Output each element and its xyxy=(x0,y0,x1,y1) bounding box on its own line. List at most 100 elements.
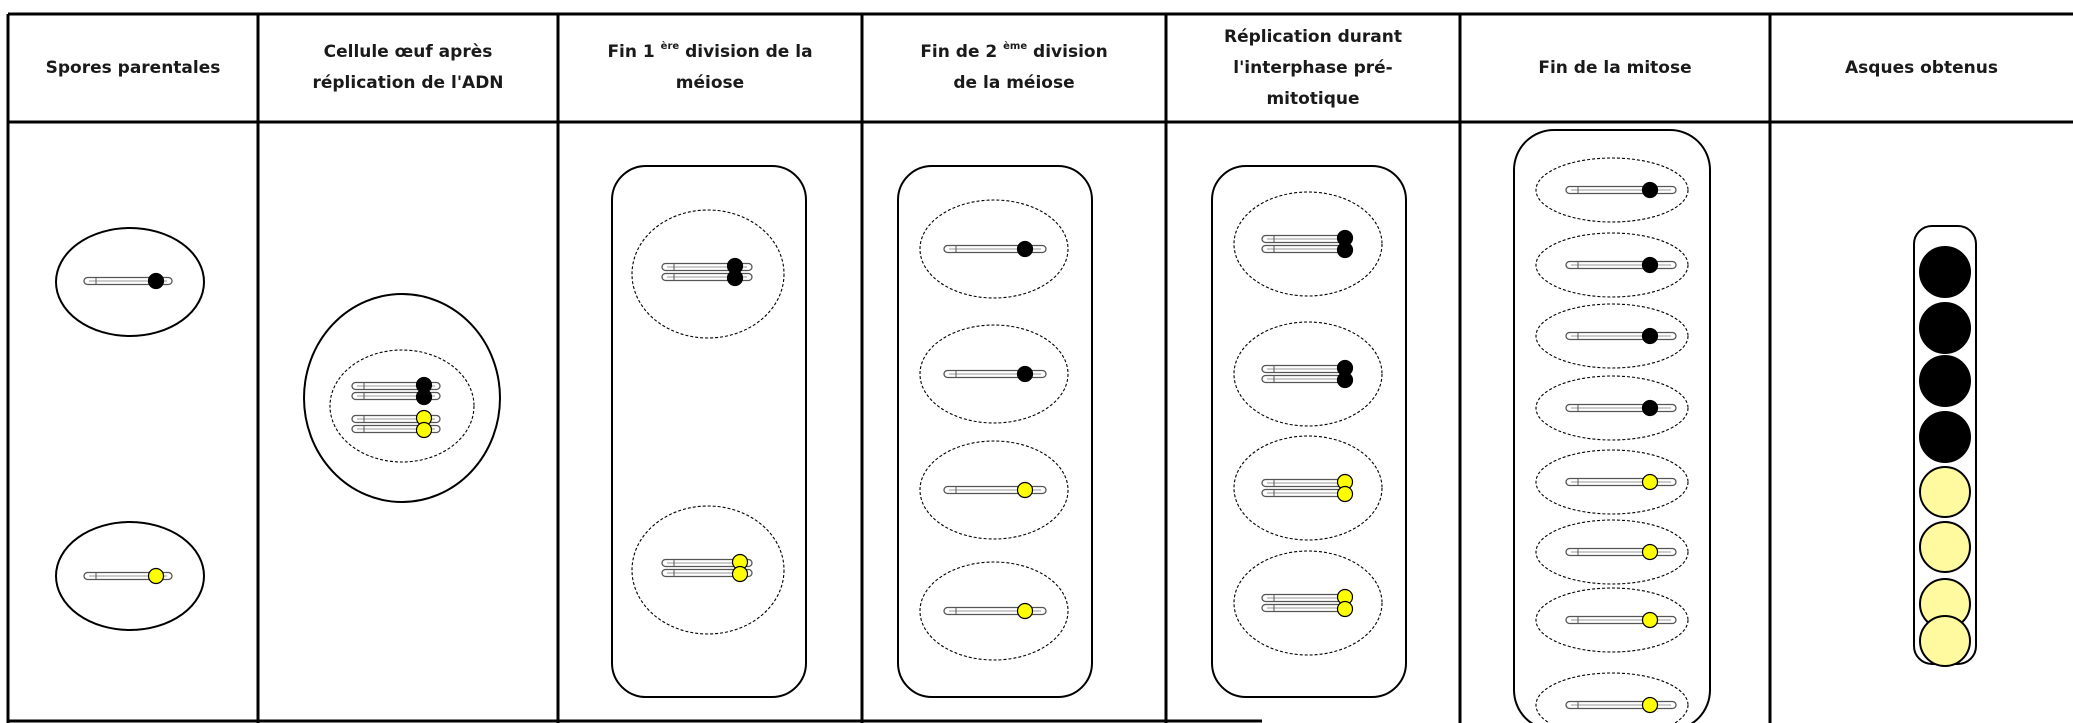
chromatid xyxy=(1261,603,1353,613)
ascospore-yellow xyxy=(1919,466,1971,518)
chromatid xyxy=(943,369,1047,379)
chromatid-body xyxy=(1261,603,1353,613)
ascospore-yellow xyxy=(1919,578,1971,630)
chromatid-body xyxy=(1565,547,1677,557)
chromatid-body xyxy=(1261,364,1353,374)
chromatid-body xyxy=(83,571,173,581)
ascus-envelope xyxy=(1211,165,1407,698)
allele-black xyxy=(726,269,744,287)
chromatid-body xyxy=(1261,593,1353,603)
chromatid-body xyxy=(351,414,441,424)
allele-yellow xyxy=(1641,543,1659,561)
chromatid-body xyxy=(1565,331,1677,341)
chromatid xyxy=(1565,477,1677,487)
chromatid xyxy=(661,558,753,568)
allele-black xyxy=(726,257,744,275)
chromatid-body xyxy=(83,276,173,286)
allele-black xyxy=(1336,359,1354,377)
allele-black xyxy=(1641,181,1659,199)
nucleus xyxy=(919,324,1069,424)
allele-black xyxy=(1016,240,1034,258)
ascus-envelope xyxy=(1513,129,1711,723)
chromatid xyxy=(351,414,441,424)
chromatid xyxy=(351,381,441,391)
nucleus xyxy=(1233,550,1383,656)
ascospore-black xyxy=(1919,302,1971,354)
header-text: Fin de 2 ème division de la méiose xyxy=(920,37,1107,99)
chromatid-body xyxy=(943,485,1047,495)
header-text-post: division de la méiose xyxy=(675,42,813,93)
chromatid-body xyxy=(1565,403,1677,413)
allele-yellow xyxy=(1336,600,1354,618)
chromatid xyxy=(1261,478,1353,488)
chromatid-body xyxy=(1565,615,1677,625)
allele-black xyxy=(1336,229,1354,247)
allele-yellow xyxy=(147,567,165,585)
chromatid xyxy=(351,391,441,401)
header-fin-mitose: Fin de la mitose xyxy=(1460,14,1770,122)
chromatid xyxy=(1565,185,1677,195)
chromatid-body xyxy=(661,568,753,578)
chromatid xyxy=(83,571,173,581)
chromatid-body xyxy=(1261,374,1353,384)
spore-cell xyxy=(55,521,205,631)
allele-black xyxy=(1016,365,1034,383)
chromatid-body xyxy=(943,369,1047,379)
chromatid-body xyxy=(943,606,1047,616)
chromatid-body xyxy=(661,272,753,282)
nucleus xyxy=(919,440,1069,540)
header-text-post: division de la méiose xyxy=(953,42,1108,93)
allele-black xyxy=(1336,241,1354,259)
allele-black xyxy=(415,376,433,394)
chromatid xyxy=(1261,234,1353,244)
zygote-nucleus xyxy=(329,349,475,463)
header-text: Fin 1 ère division de la méiose xyxy=(607,37,812,99)
chromatid-body xyxy=(1261,244,1353,254)
nucleus xyxy=(1535,157,1689,223)
header-fin-1ere-division: Fin 1 ère division de la méiose xyxy=(558,14,862,122)
header-text-pre: Fin 1 xyxy=(607,42,661,62)
spore-cell xyxy=(55,227,205,337)
ascospore-black xyxy=(1919,246,1971,298)
chromatid-body xyxy=(1261,488,1353,498)
header-text: Spores parentales xyxy=(45,57,221,78)
chromatid xyxy=(1565,403,1677,413)
ascospore-black xyxy=(1919,411,1971,463)
allele-yellow xyxy=(415,421,433,439)
nucleus xyxy=(631,505,785,635)
chromatid xyxy=(661,272,753,282)
ascus-envelope xyxy=(897,165,1093,698)
chromatid xyxy=(1565,547,1677,557)
header-fin-2eme-division: Fin de 2 ème division de la méiose xyxy=(862,14,1166,122)
chromatid xyxy=(943,606,1047,616)
allele-black xyxy=(1641,399,1659,417)
nucleus xyxy=(631,209,785,339)
allele-yellow xyxy=(1016,602,1034,620)
ascus-envelope xyxy=(611,165,807,698)
allele-black xyxy=(1641,327,1659,345)
allele-yellow xyxy=(731,565,749,583)
allele-yellow xyxy=(1641,611,1659,629)
chromatid-body xyxy=(351,391,441,401)
chromatid-body xyxy=(1565,477,1677,487)
allele-yellow xyxy=(1641,473,1659,491)
allele-black xyxy=(1336,371,1354,389)
header-text: Fin de la mitose xyxy=(1538,57,1692,78)
ascus-outline xyxy=(1913,225,1977,665)
header-cellule-oeuf: Cellule œuf après réplication de l'ADN xyxy=(258,14,558,122)
nucleus xyxy=(1535,303,1689,369)
chromatid xyxy=(943,485,1047,495)
allele-yellow xyxy=(1336,485,1354,503)
chromatid xyxy=(1565,615,1677,625)
chromatid-body xyxy=(661,558,753,568)
nucleus xyxy=(919,561,1069,661)
chromatid xyxy=(83,276,173,286)
allele-black xyxy=(147,272,165,290)
header-text: Cellule œuf après réplication de l'ADN xyxy=(312,42,504,93)
nucleus xyxy=(1535,449,1689,515)
chromatid xyxy=(1261,364,1353,374)
ascospore-yellow xyxy=(1919,615,1971,667)
chromatid-body xyxy=(1565,700,1677,710)
allele-yellow xyxy=(731,553,749,571)
header-spores-parentales: Spores parentales xyxy=(8,14,258,122)
